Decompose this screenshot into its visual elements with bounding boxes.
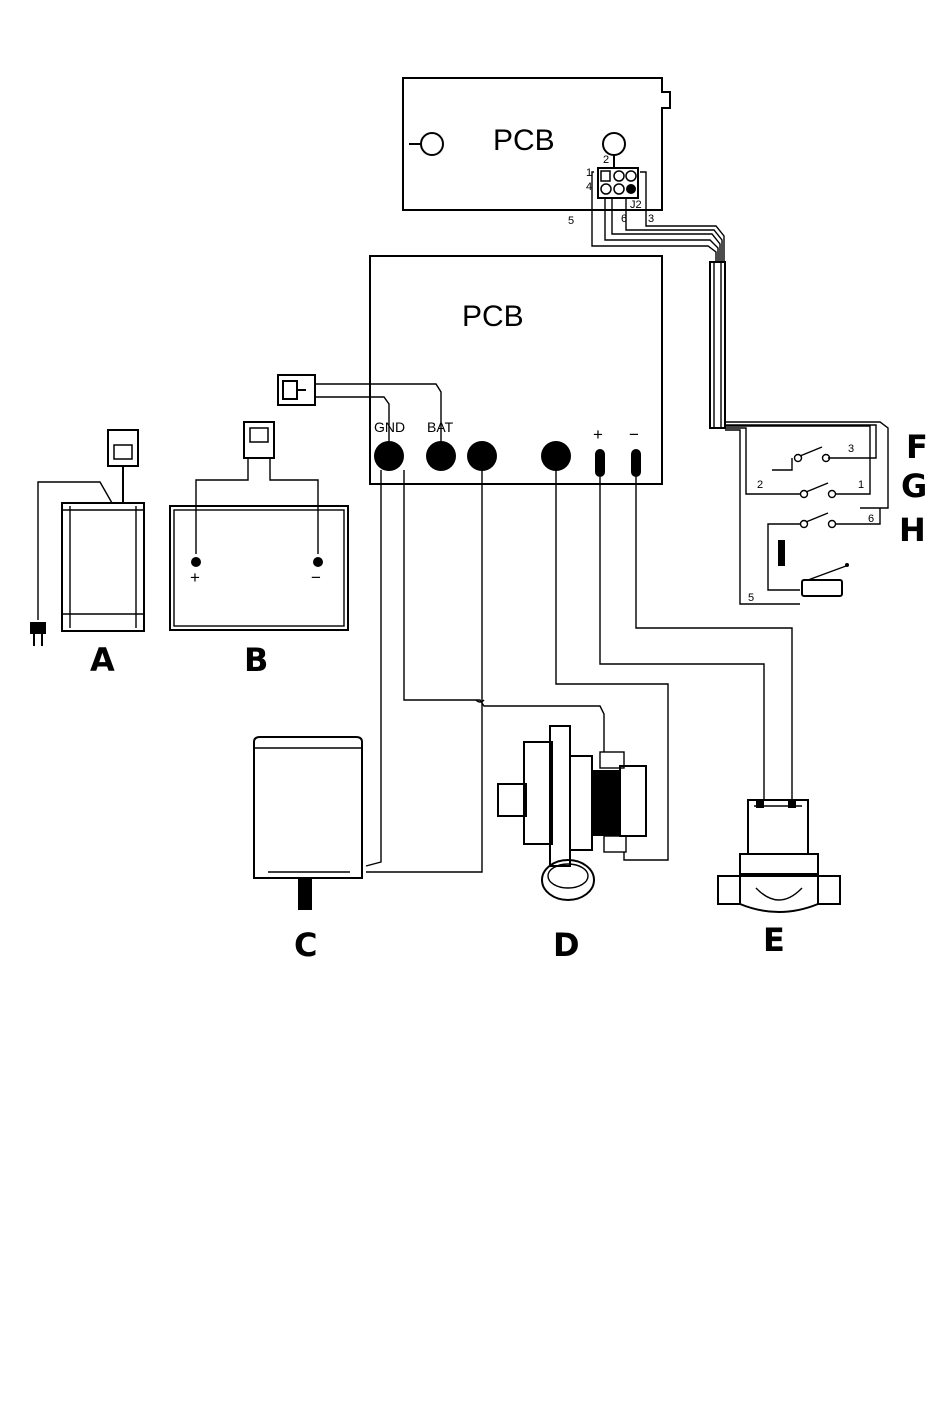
pin-label-5: 5 (568, 215, 574, 227)
label-i: I (776, 536, 788, 574)
switch-wire-5: 5 (748, 592, 754, 604)
switch-wire-3: 3 (848, 443, 854, 455)
main-pcb-label: PCB (462, 300, 524, 333)
j2-label: J2 (630, 199, 642, 211)
label-f: F (906, 428, 928, 466)
battery-b: + − (170, 422, 348, 630)
label-d: D (553, 926, 580, 964)
main-pcb: PCB GND BAT + − (370, 256, 662, 484)
switch-assembly: 3 2 1 6 5 (725, 422, 888, 604)
pin-label-3: 3 (648, 213, 654, 225)
solenoid-valve-e (600, 477, 840, 912)
pin-label-2: 2 (603, 154, 609, 166)
terminal-plus-label: + (593, 425, 603, 444)
terminal-gnd (374, 441, 404, 471)
battery-plus: + (190, 568, 200, 587)
label-h: H (899, 511, 926, 549)
terminal-plus (595, 449, 605, 477)
switch-wire-2: 2 (757, 479, 763, 491)
micro-switch-i (778, 540, 849, 596)
switch-wire-6: 6 (868, 513, 874, 525)
label-b: B (244, 641, 268, 679)
terminal-4 (541, 441, 571, 471)
terminal-3 (467, 441, 497, 471)
terminal-minus-label: − (629, 425, 639, 444)
label-g: G (901, 467, 927, 505)
switch-g (801, 483, 836, 498)
switch-wire-1: 1 (858, 479, 864, 491)
label-a: A (90, 641, 115, 679)
motor-c (254, 470, 482, 910)
pin-label-1: 1 (586, 167, 592, 179)
top-pcb: PCB J2 1 2 3 4 5 6 (403, 78, 670, 227)
label-c: C (294, 926, 317, 964)
j2-connector (598, 168, 638, 198)
terminal-bat (426, 441, 456, 471)
power-supply-a (30, 430, 144, 646)
pump-d (404, 470, 668, 900)
battery-minus: − (311, 568, 321, 587)
switch-f (795, 447, 830, 462)
terminal-minus (631, 449, 641, 477)
pin-label-4: 4 (586, 181, 592, 193)
top-pcb-label: PCB (493, 124, 555, 157)
gnd-bat-connector (278, 375, 441, 441)
label-e: E (763, 921, 785, 959)
